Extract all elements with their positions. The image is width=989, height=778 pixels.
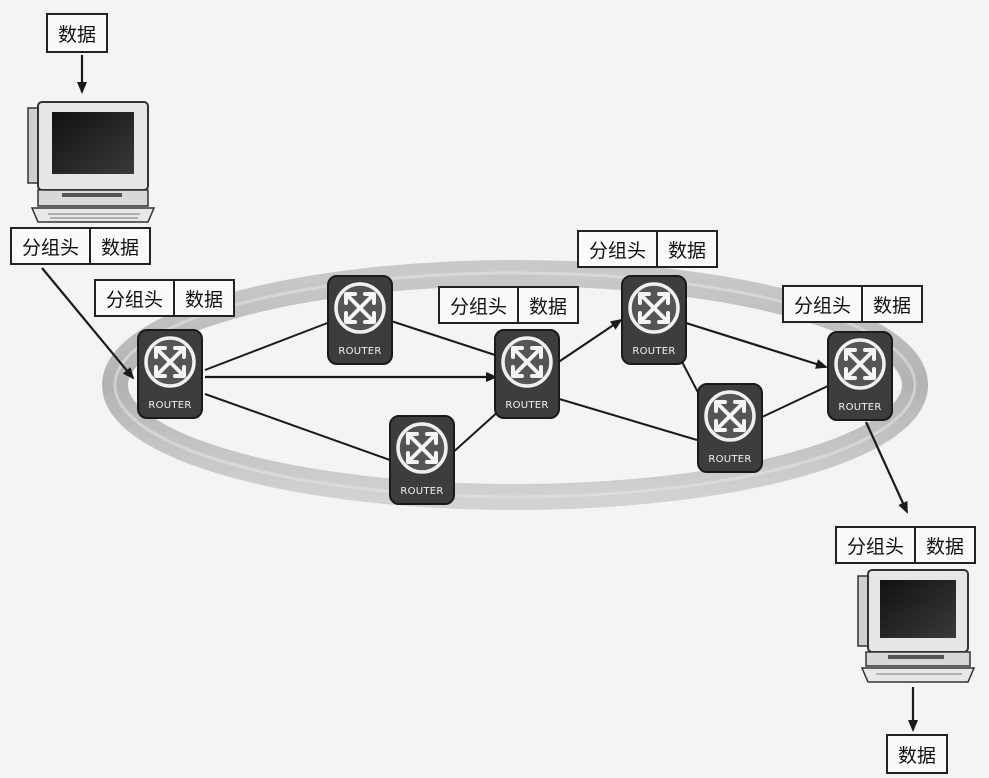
router-label: ROUTER: [505, 400, 548, 411]
packet-data-label: 数据: [861, 287, 921, 321]
packet-header-label: 分组头: [784, 287, 861, 321]
router-label: ROUTER: [400, 486, 443, 497]
router-icon: ROUTER: [138, 330, 202, 418]
packet-box-destination: 分组头 数据: [835, 526, 976, 564]
router-icon: ROUTER: [828, 332, 892, 420]
packet-box-router6: 分组头 数据: [782, 285, 923, 323]
packet-box-source: 分组头 数据: [10, 227, 151, 265]
router-label: ROUTER: [338, 346, 381, 357]
router-label: ROUTER: [838, 402, 881, 413]
packet-data-label: 数据: [656, 232, 716, 266]
packet-box-router1: 分组头 数据: [94, 279, 235, 317]
packet-header-label: 分组头: [837, 528, 914, 562]
router-icon: ROUTER: [622, 276, 686, 364]
packet-data-label: 数据: [173, 281, 233, 315]
router-icon: ROUTER: [390, 416, 454, 504]
source-data-box: 数据: [46, 13, 108, 53]
packet-header-label: 分组头: [440, 288, 517, 322]
router-icon: ROUTER: [328, 276, 392, 364]
packet-header-label: 分组头: [96, 281, 173, 315]
packet-data-label: 数据: [89, 229, 149, 263]
packet-data-label: 数据: [517, 288, 577, 322]
packet-box-router3: 分组头 数据: [438, 286, 579, 324]
router-label: ROUTER: [148, 400, 191, 411]
packet-box-router4: 分组头 数据: [577, 230, 718, 268]
packet-header-label: 分组头: [579, 232, 656, 266]
router-icon: ROUTER: [698, 384, 762, 472]
arrow-router3-to-router4: [557, 320, 621, 363]
source-computer-icon: [28, 102, 154, 222]
destination-data-box: 数据: [886, 734, 948, 774]
packet-header-label: 分组头: [12, 229, 89, 263]
destination-computer-icon: [858, 570, 974, 682]
packet-data-label: 数据: [914, 528, 974, 562]
router-icon: ROUTER: [495, 330, 559, 418]
router-label: ROUTER: [632, 346, 675, 357]
router-label: ROUTER: [708, 454, 751, 465]
arrow-router4-to-router6: [686, 323, 826, 367]
